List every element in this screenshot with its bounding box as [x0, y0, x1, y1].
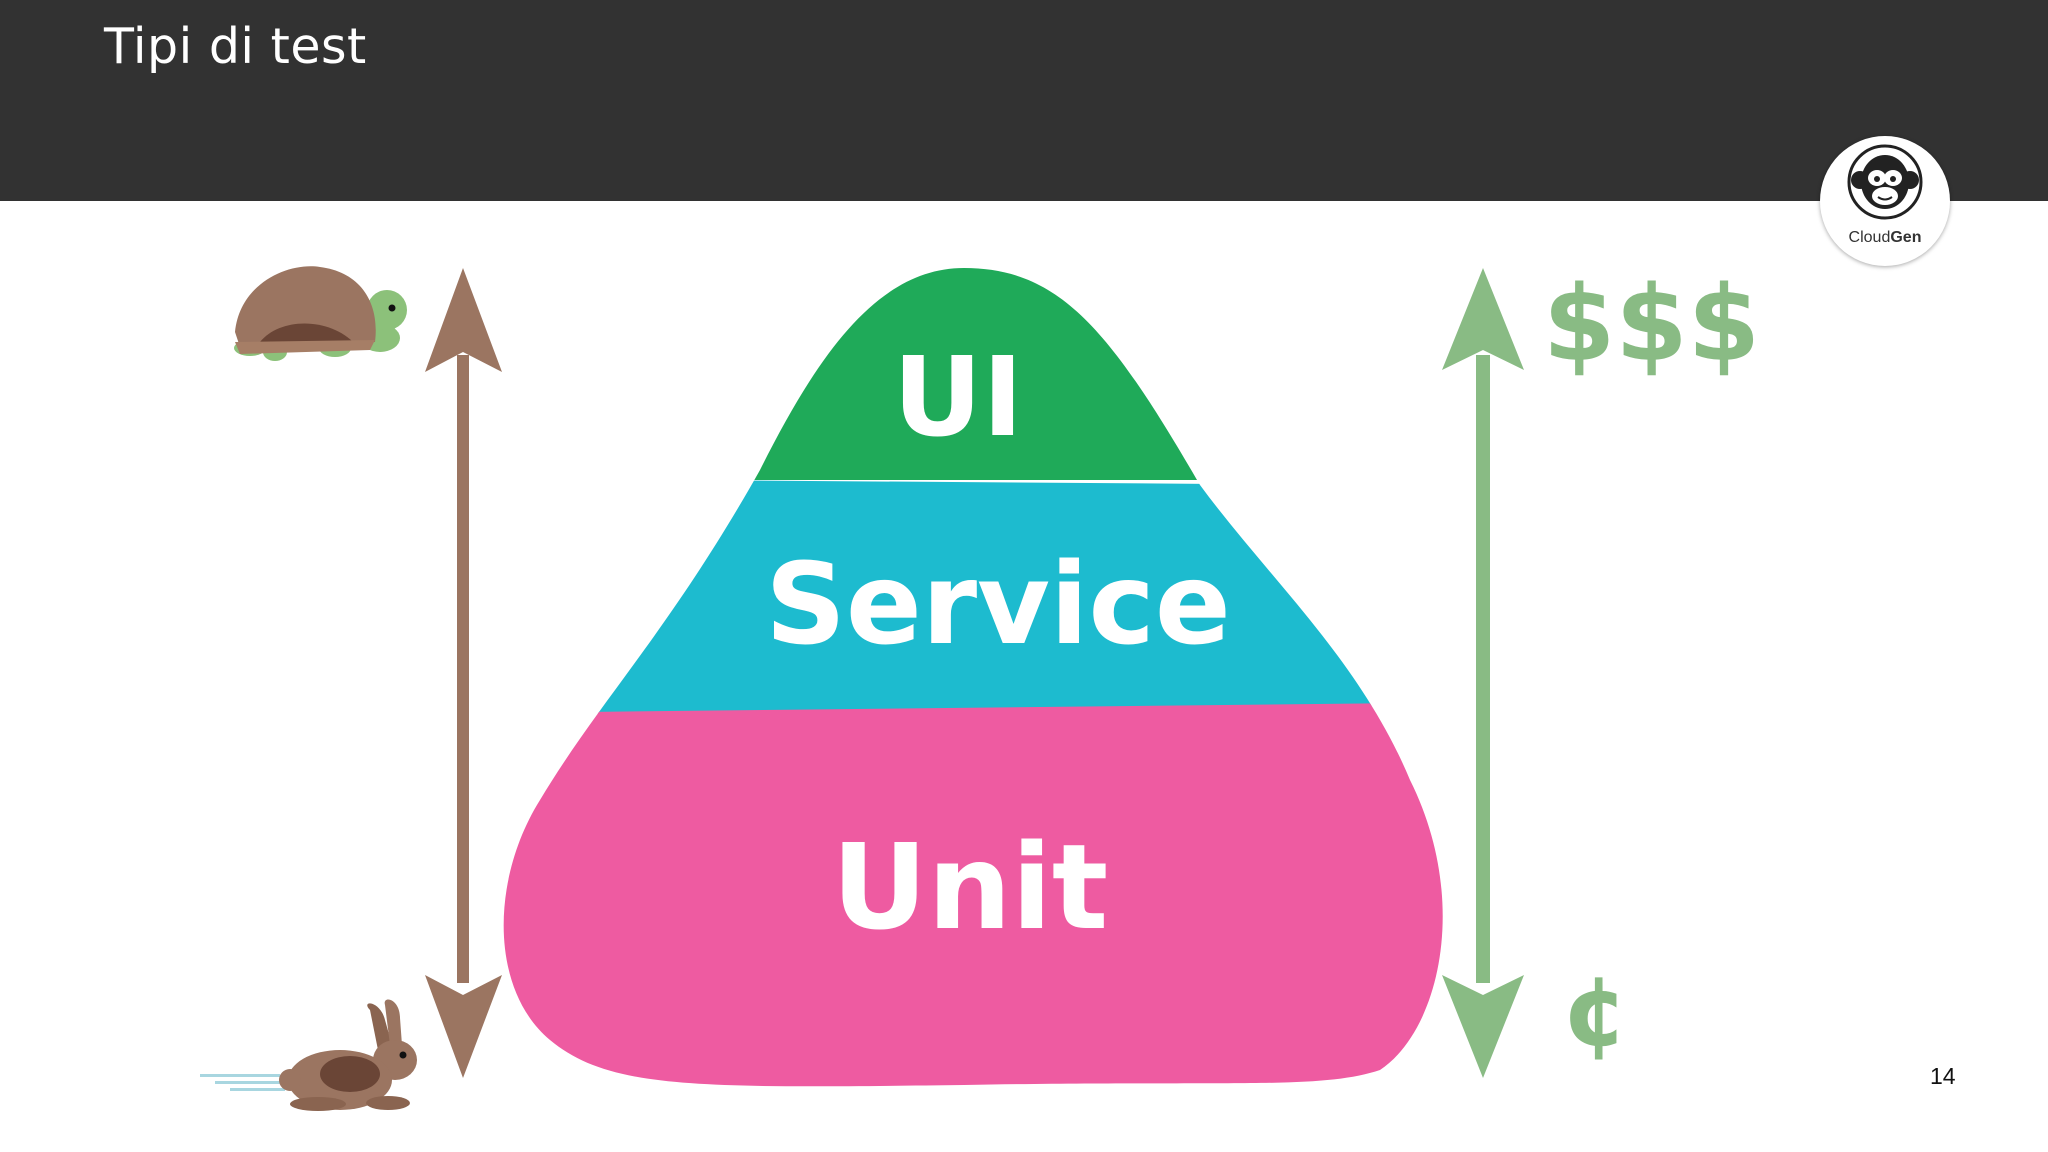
cost-high-label: $$$	[1543, 263, 1760, 385]
slide-title: Tipi di test	[104, 18, 367, 75]
cost-axis-arrow	[1442, 268, 1524, 1078]
cost-low-label: ¢	[1562, 956, 1629, 1068]
pyramid-layer-unit	[503, 702, 1443, 1087]
logo-name-part1: Cloud	[1848, 229, 1891, 246]
monkey-icon	[1847, 144, 1923, 220]
layer-label-unit: Unit	[832, 818, 1109, 956]
cloudgen-logo: CloudGen	[1820, 136, 1950, 266]
logo-wordmark: CloudGen	[1820, 229, 1950, 247]
rabbit-icon	[200, 999, 417, 1111]
slide-header: Tipi di test	[0, 0, 2048, 201]
speed-axis-arrow	[425, 268, 502, 1078]
logo-name-part2: Gen	[1890, 229, 1922, 246]
page-number: 14	[1930, 1063, 1956, 1089]
turtle-icon	[234, 266, 407, 361]
layer-label-service: Service	[765, 540, 1231, 670]
layer-label-ui: UI	[893, 333, 1023, 461]
